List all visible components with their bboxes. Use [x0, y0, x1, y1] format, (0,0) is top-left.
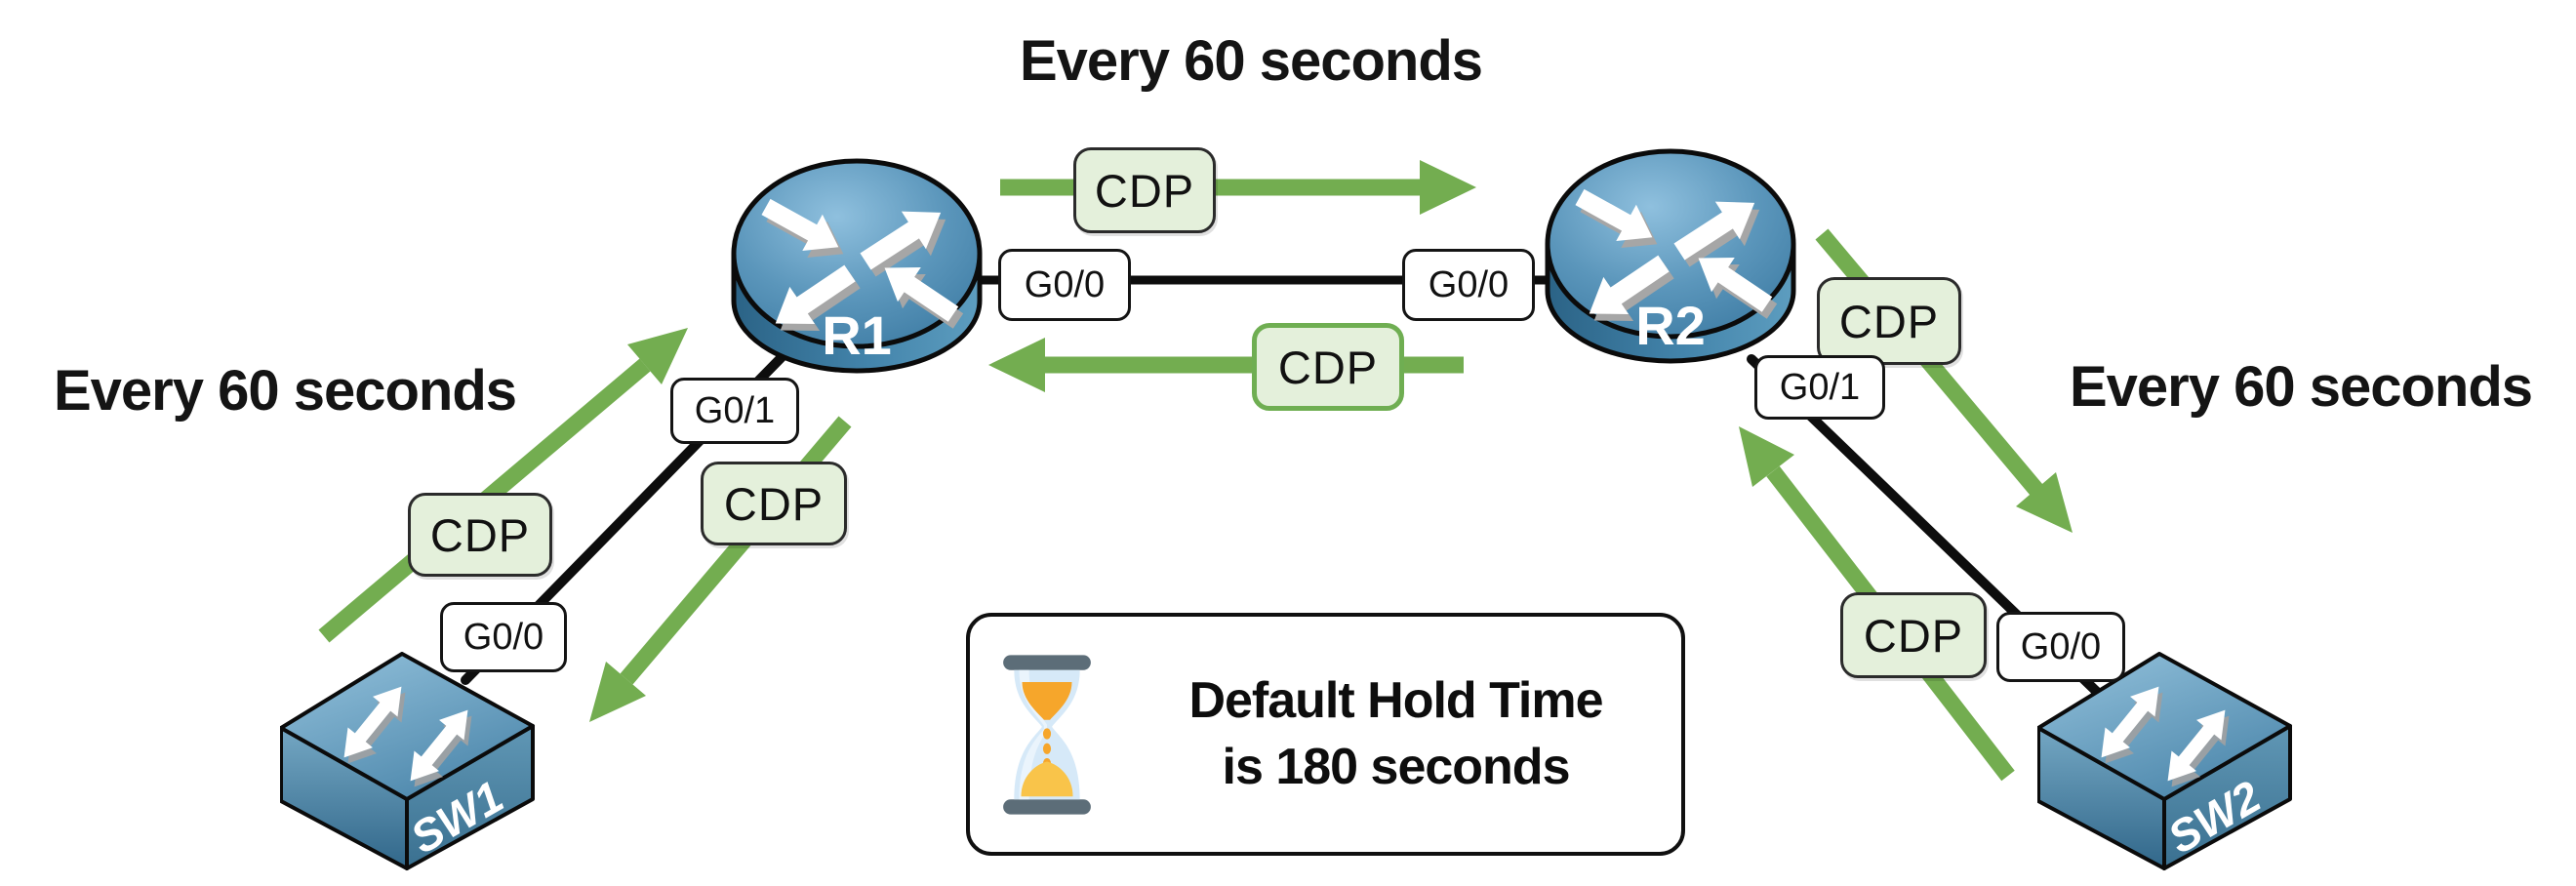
device-label-r1: R1 [822, 304, 892, 366]
cdp-arrow-r1-to-r2 [1000, 160, 1476, 215]
interval-label-left: Every 60 seconds [53, 359, 517, 423]
switch-sw1-icon: SW1 [280, 652, 535, 870]
cdp-label-bottom: CDP [1252, 323, 1404, 411]
interface-label-r2-g00: G0/0 [1402, 249, 1535, 321]
interval-label-top: Every 60 seconds [1019, 29, 1483, 93]
router-r1-icon: R1 [731, 158, 983, 374]
interface-label-r2-g01: G0/1 [1754, 355, 1885, 420]
hold-time-text: Default Hold Time is 180 seconds [1130, 668, 1681, 800]
hourglass-icon [1003, 654, 1091, 815]
cdp-label-right-lower: CDP [1840, 592, 1987, 678]
switch-sw2-icon: SW2 [2037, 652, 2292, 870]
interface-label-r1-g00: G0/0 [998, 249, 1131, 321]
hold-time-note: Default Hold Time is 180 seconds [966, 613, 1685, 856]
cdp-label-left-upper: CDP [408, 493, 552, 577]
device-label-r2: R2 [1635, 295, 1706, 356]
interface-label-sw1-g00: G0/0 [440, 602, 567, 672]
cdp-label-left-lower: CDP [701, 462, 847, 545]
hold-time-line2: is 180 seconds [1222, 738, 1571, 795]
interface-label-r1-g01: G0/1 [670, 378, 799, 444]
cdp-label-top: CDP [1073, 147, 1216, 233]
cdp-label-right-upper: CDP [1817, 277, 1961, 365]
hold-time-line1: Default Hold Time [1188, 671, 1603, 729]
interface-label-sw2-g00: G0/0 [1996, 612, 2125, 682]
interval-label-right: Every 60 seconds [2069, 355, 2533, 419]
router-r2-icon: R2 [1545, 148, 1796, 364]
